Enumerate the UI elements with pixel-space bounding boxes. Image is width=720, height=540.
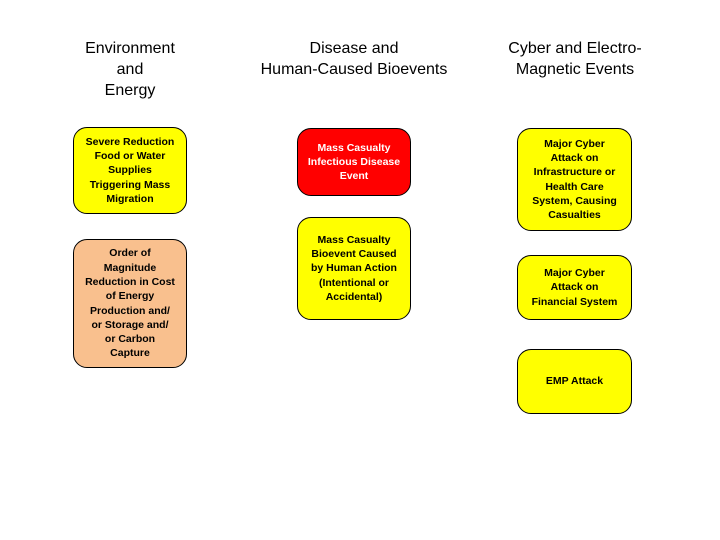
box-mass-casualty-bioevent-human-action: Mass Casualty Bioevent Caused by Human A… bbox=[297, 217, 411, 320]
box-mass-casualty-infectious-disease: Mass Casualty Infectious Disease Event bbox=[297, 128, 411, 196]
box-emp-attack: EMP Attack bbox=[517, 349, 632, 414]
column-header-cyber-em-events: Cyber and Electro- Magnetic Events bbox=[508, 40, 642, 78]
box-cyber-attack-infrastructure: Major Cyber Attack on Infrastructure or … bbox=[517, 128, 632, 231]
box-energy-cost-reduction: Order of Magnitude Reduction in Cost of … bbox=[73, 239, 187, 368]
column-header-environment-energy: Environment and Energy bbox=[85, 40, 175, 99]
box-cyber-attack-financial: Major Cyber Attack on Financial System bbox=[517, 255, 632, 320]
column-header-disease-bioevents: Disease and Human-Caused Bioevents bbox=[260, 40, 448, 78]
box-severe-reduction-food-water: Severe Reduction Food or Water Supplies … bbox=[73, 127, 187, 214]
